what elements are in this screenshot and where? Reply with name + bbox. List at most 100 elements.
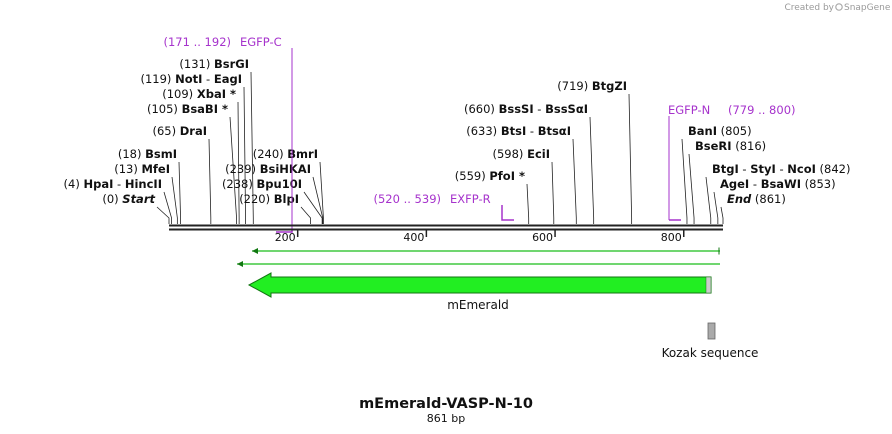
site-connector-line	[551, 161, 555, 224]
site-enzyme-name: BseRI	[695, 139, 732, 153]
restriction-site[interactable]: BanI (805)	[688, 124, 752, 138]
site-position: (598)	[493, 147, 528, 161]
site-enzyme-name: NcoI	[787, 162, 816, 176]
restriction-site[interactable]: (131) BsrGI	[179, 57, 249, 71]
restriction-site[interactable]: (0) Start	[102, 192, 155, 206]
primer-exfp-r[interactable]: (520 .. 539) EXFP-R	[374, 192, 515, 221]
restriction-site[interactable]: (220) BlpI	[239, 192, 299, 206]
tick-label: 600	[532, 231, 553, 244]
site-label: (13) MfeI	[114, 162, 170, 176]
site-enzyme-name: EagI	[214, 72, 242, 86]
site-label: (105) BsaBI *	[147, 102, 228, 116]
site-label: End (861)	[727, 192, 786, 206]
site-enzyme-name: EciI	[527, 147, 550, 161]
site-enzyme-name: BsiHKAI	[260, 162, 311, 176]
site-position: (0)	[102, 192, 122, 206]
restriction-site[interactable]: (238) Bpu10I	[222, 177, 302, 191]
site-enzyme-name: NotI	[175, 72, 202, 86]
site-enzyme-name: PfoI *	[489, 169, 525, 183]
site-connector-line	[163, 191, 172, 224]
feature-kozak[interactable]: Kozak sequence	[662, 322, 759, 360]
site-enzyme-name: BsmI	[145, 147, 177, 161]
site-label: (598) EciI	[493, 147, 551, 161]
restriction-site[interactable]: (13) MfeI	[114, 162, 170, 176]
restriction-site[interactable]: (119) NotI - EagI	[140, 72, 242, 86]
site-connector-line	[720, 206, 724, 224]
feature-memerald[interactable]: mEmerald	[247, 272, 712, 312]
site-connector-line	[171, 176, 178, 224]
credit-brand: SnapGene	[844, 3, 891, 13]
restriction-site[interactable]: (660) BssSI - BssSαI	[464, 102, 588, 116]
site-position: (239)	[225, 162, 260, 176]
primer-exfp-r-range: (520 .. 539)	[374, 192, 442, 206]
site-enzyme-name: DraI	[180, 124, 207, 138]
site-enzyme-name: XbaI *	[197, 87, 236, 101]
site-label: BanI (805)	[688, 124, 752, 138]
snapgene-logo-icon	[835, 3, 843, 11]
restriction-site[interactable]: (559) PfoI *	[455, 169, 525, 183]
restriction-site[interactable]: BseRI (816)	[695, 139, 766, 153]
site-connector-line	[237, 101, 240, 224]
restriction-site[interactable]: (239) BsiHKAI	[225, 162, 311, 176]
site-position: (816)	[732, 139, 767, 153]
site-connector-line	[705, 176, 712, 224]
plasmid-length: 861 bp	[427, 412, 465, 425]
tick-label: 400	[403, 231, 424, 244]
restriction-site[interactable]: End (861)	[727, 192, 786, 206]
site-enzyme-name: StyI	[750, 162, 776, 176]
site-position: (105)	[147, 102, 182, 116]
site-connector-line	[713, 191, 719, 224]
restriction-site[interactable]: (18) BsmI	[118, 147, 177, 161]
primer-egfp-n[interactable]: EGFP-N (779 .. 800)	[668, 103, 796, 221]
site-connectors	[156, 71, 724, 224]
primer-egfp-n-label: EGFP-N	[668, 103, 710, 117]
site-enzyme-name: BtsI	[501, 124, 526, 138]
site-position: (853)	[801, 177, 836, 191]
primer-egfp-c-range: (171 .. 192)	[164, 35, 232, 49]
restriction-site[interactable]: (240) BmrI	[253, 147, 318, 161]
restriction-site[interactable]: AgeI - BsaWI (853)	[720, 177, 836, 191]
restriction-site[interactable]: (65) DraI	[152, 124, 207, 138]
site-enzyme-name: BsaWI	[761, 177, 801, 191]
restriction-site[interactable]: (105) BsaBI *	[147, 102, 228, 116]
site-enzyme-name: BmrI	[287, 147, 318, 161]
site-enzyme-name: BlpI	[274, 192, 299, 206]
site-position: (131)	[179, 57, 214, 71]
restriction-site[interactable]: (109) XbaI *	[162, 87, 236, 101]
restriction-site[interactable]: (719) BtgZI	[557, 79, 627, 93]
restriction-site[interactable]: (633) BtsI - BtsαI	[466, 124, 571, 138]
primer-egfp-n-range: (779 .. 800)	[728, 103, 796, 117]
restriction-site[interactable]: BtgI - StyI - NcoI (842)	[712, 162, 851, 176]
site-enzyme-name: HpaI	[83, 177, 113, 191]
tick-label: 800	[661, 231, 682, 244]
reading-frame-1	[252, 247, 720, 255]
site-connector-line	[589, 116, 595, 224]
reading-frame-2	[237, 261, 720, 267]
site-position: (240)	[253, 147, 288, 161]
site-enzyme-name: BssSαI	[545, 102, 588, 116]
site-label: (4) HpaI - HincII	[64, 177, 162, 191]
tick-label: 200	[275, 231, 296, 244]
site-position: (109)	[162, 87, 197, 101]
site-enzyme-name: MfeI	[141, 162, 170, 176]
restriction-site[interactable]: (4) HpaI - HincII	[64, 177, 162, 191]
memerald-hatch	[705, 276, 712, 294]
site-enzyme-name: BssSI	[499, 102, 534, 116]
site-connector-line	[243, 86, 246, 224]
site-label: AgeI - BsaWI (853)	[720, 177, 836, 191]
site-enzyme-name: BtgI	[712, 162, 739, 176]
primer-egfp-c[interactable]: (171 .. 192) EGFP-C	[164, 35, 293, 233]
site-position: (65)	[152, 124, 179, 138]
site-connector-line	[208, 138, 212, 224]
primer-egfp-c-label: EGFP-C	[240, 35, 282, 49]
site-position: (719)	[557, 79, 592, 93]
site-position: (633)	[466, 124, 501, 138]
site-connector-line	[572, 138, 577, 224]
restriction-site[interactable]: (598) EciI	[493, 147, 551, 161]
primer-exfp-r-arrow	[501, 205, 514, 221]
site-position: (805)	[717, 124, 752, 138]
site-enzyme-name: BtsαI	[538, 124, 571, 138]
site-connector-line	[526, 183, 530, 224]
site-enzyme-name: BtgZI	[592, 79, 627, 93]
